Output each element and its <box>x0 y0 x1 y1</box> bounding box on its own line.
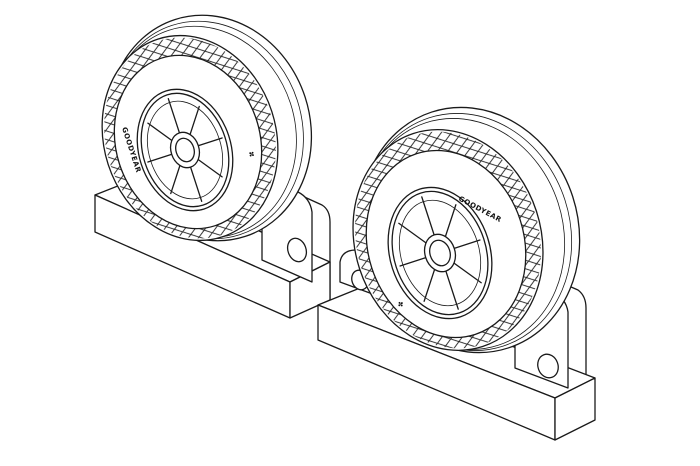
right-logo-mark: ✤ <box>396 299 406 309</box>
right-wheel: GOODYEAR ✤ <box>352 106 581 354</box>
left-wheel: GOODYEAR ✤ <box>101 14 313 242</box>
left-logo-mark: ✤ <box>247 149 257 159</box>
